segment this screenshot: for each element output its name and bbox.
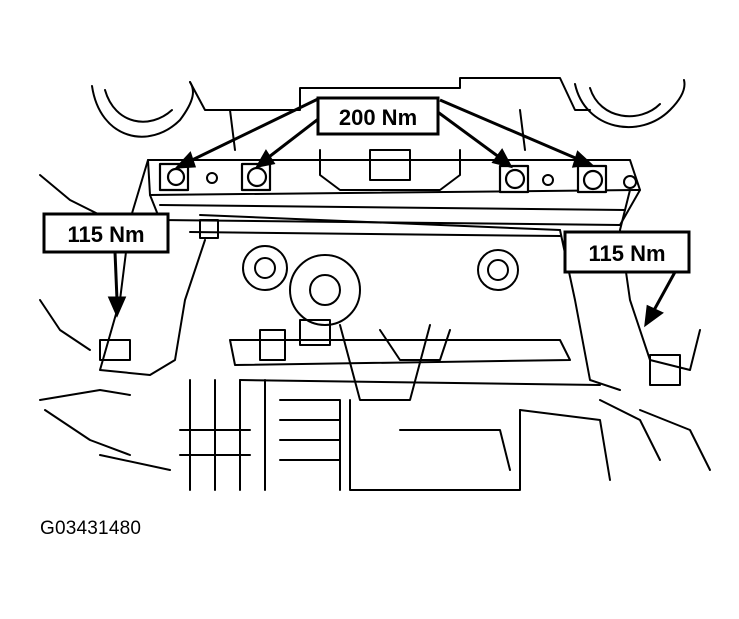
left-torque-callout: 115 Nm bbox=[42, 212, 170, 254]
left-torque-label: 115 Nm bbox=[67, 222, 144, 247]
center-pulley bbox=[289, 254, 361, 326]
right-torque-callout: 115 Nm bbox=[563, 230, 691, 274]
left-round-mount bbox=[242, 245, 288, 291]
engine-top-outline bbox=[189, 77, 591, 111]
right-torque-label: 115 Nm bbox=[588, 241, 665, 266]
subframe-illustration bbox=[39, 77, 711, 491]
right-subframe-arm bbox=[619, 189, 701, 371]
bolt-1 bbox=[158, 162, 190, 192]
bolt-4 bbox=[576, 164, 608, 194]
arrow-left-mount bbox=[107, 296, 127, 318]
bolt-2 bbox=[240, 162, 272, 192]
leader-arrows bbox=[107, 96, 677, 328]
center-torque-label: 200 Nm bbox=[339, 105, 417, 130]
arrow-right-mount bbox=[644, 304, 664, 328]
right-round-mount bbox=[477, 249, 519, 291]
upper-left-wheel-arch bbox=[91, 81, 194, 138]
arrow-to-bolt-3 bbox=[491, 148, 513, 169]
arrow-to-bolt-4 bbox=[571, 150, 594, 168]
arrow-to-bolt-2 bbox=[255, 149, 276, 169]
steering-rack bbox=[229, 339, 571, 366]
bolt-3 bbox=[498, 164, 530, 194]
arrow-to-bolt-1 bbox=[174, 151, 197, 169]
center-torque-callout: 200 Nm bbox=[316, 96, 440, 136]
upper-right-wheel-arch bbox=[574, 79, 686, 129]
figure-code: G03431480 bbox=[40, 518, 142, 539]
